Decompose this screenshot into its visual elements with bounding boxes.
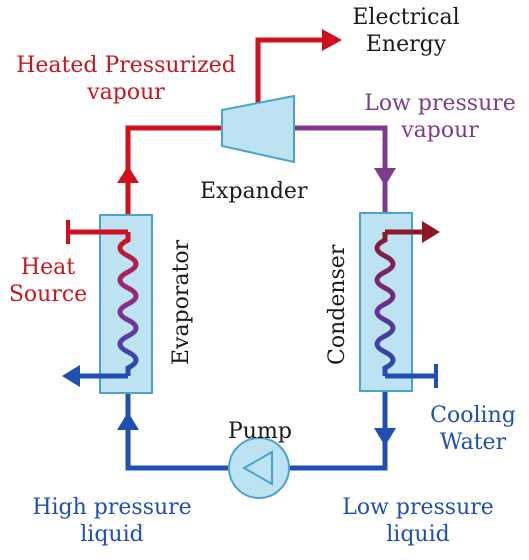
heat-source-label: Heat Source xyxy=(8,255,88,307)
high-pressure-liquid-pipe xyxy=(125,390,228,471)
pump-label: Pump xyxy=(228,419,292,444)
heat-source-outlet-arrow-icon xyxy=(62,365,80,387)
flow-arrow-down-blue-icon xyxy=(374,428,396,446)
expander-turbine xyxy=(221,94,295,164)
cooling-water-label: Cooling Water xyxy=(430,403,516,455)
low-pressure-liquid-pipe xyxy=(290,390,388,471)
cooling-water-outlet-arrow-icon xyxy=(422,221,440,243)
evaporator-label: Evaporator xyxy=(169,239,194,365)
heated-vapour-pipe xyxy=(125,125,222,218)
condenser-coil xyxy=(374,232,396,376)
flow-arrow-down-purple-icon xyxy=(374,168,396,186)
electrical-energy-label: Electrical Energy xyxy=(352,5,460,57)
low-vapour-label: Low pressure vapour xyxy=(364,91,516,143)
evaporator-coil xyxy=(117,232,139,376)
pump-circle xyxy=(228,437,290,499)
flow-arrow-up-blue-icon xyxy=(117,412,139,430)
electrical-arrow-icon xyxy=(322,29,342,51)
flow-arrow-up-icon xyxy=(117,166,139,183)
high-pressure-liquid-label: High pressure liquid xyxy=(32,495,192,547)
low-pressure-liquid-label: Low pressure liquid xyxy=(342,495,494,547)
pump-triangle-icon xyxy=(241,450,273,486)
electrical-output-line xyxy=(255,37,322,110)
expander-label: Expander xyxy=(200,179,308,204)
heated-vapour-label: Heated Pressurized vapour xyxy=(16,53,236,105)
condenser-label: Condenser xyxy=(325,244,350,365)
